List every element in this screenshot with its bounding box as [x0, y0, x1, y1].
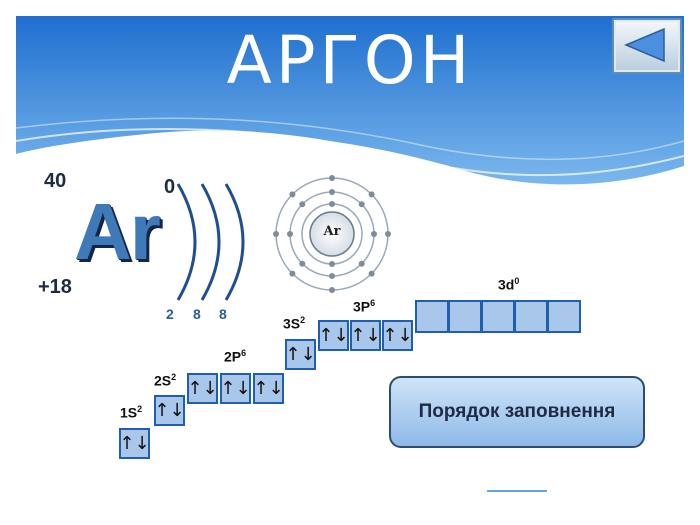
orbital-1s-box: ↑↓ [119, 428, 150, 459]
back-button[interactable] [612, 18, 682, 74]
orbital-3p-box-2: ↑↓ [350, 320, 381, 351]
shell-1-count: 2 [166, 306, 174, 322]
orbital-3p-label: 3P6 [353, 298, 376, 315]
orbital-2p-box-2: ↑↓ [220, 373, 251, 404]
page-title: АРГОН [226, 22, 474, 99]
filling-order-button[interactable]: Порядок заповнення [389, 376, 645, 448]
orbital-3d-label: 3d0 [498, 276, 520, 293]
orbital-3s-box: ↑↓ [285, 339, 316, 370]
orbital-3d-box-2 [448, 300, 482, 333]
orbital-3p-box-3: ↑↓ [382, 320, 413, 351]
valence-value: 0 [164, 176, 176, 198]
orbital-2p-box-1: ↑↓ [187, 373, 218, 404]
orbital-2p-label: 2P6 [224, 348, 247, 365]
atomic-mass: 40 [44, 170, 67, 192]
atom-nucleus-label: Ar [323, 224, 341, 239]
orbital-3p-box-1: ↑↓ [318, 320, 349, 351]
orbital-3d-box-1 [415, 300, 449, 333]
orbital-3d-box-3 [481, 300, 515, 333]
electron-shell-arcs [176, 183, 245, 301]
orbital-3d-box-4 [514, 300, 548, 333]
orbital-2p-box-3: ↑↓ [253, 373, 284, 404]
orbital-2s-label: 2S2 [154, 372, 177, 389]
orbital-3s-label: 3S2 [283, 315, 306, 332]
shell-2-count: 8 [193, 306, 201, 322]
header-background [16, 16, 684, 196]
atom-model [273, 175, 391, 293]
back-arrow-icon [624, 27, 665, 63]
orbital-2s-box: ↑↓ [154, 395, 185, 426]
shell-3-count: 8 [219, 306, 227, 322]
decorative-underline [487, 490, 547, 492]
header-banner [16, 16, 684, 196]
orbital-1s-label: 1S2 [120, 404, 143, 421]
nuclear-charge: +18 [38, 276, 72, 298]
orbital-3d-box-5 [547, 300, 581, 333]
element-symbol: Ar [74, 187, 161, 276]
